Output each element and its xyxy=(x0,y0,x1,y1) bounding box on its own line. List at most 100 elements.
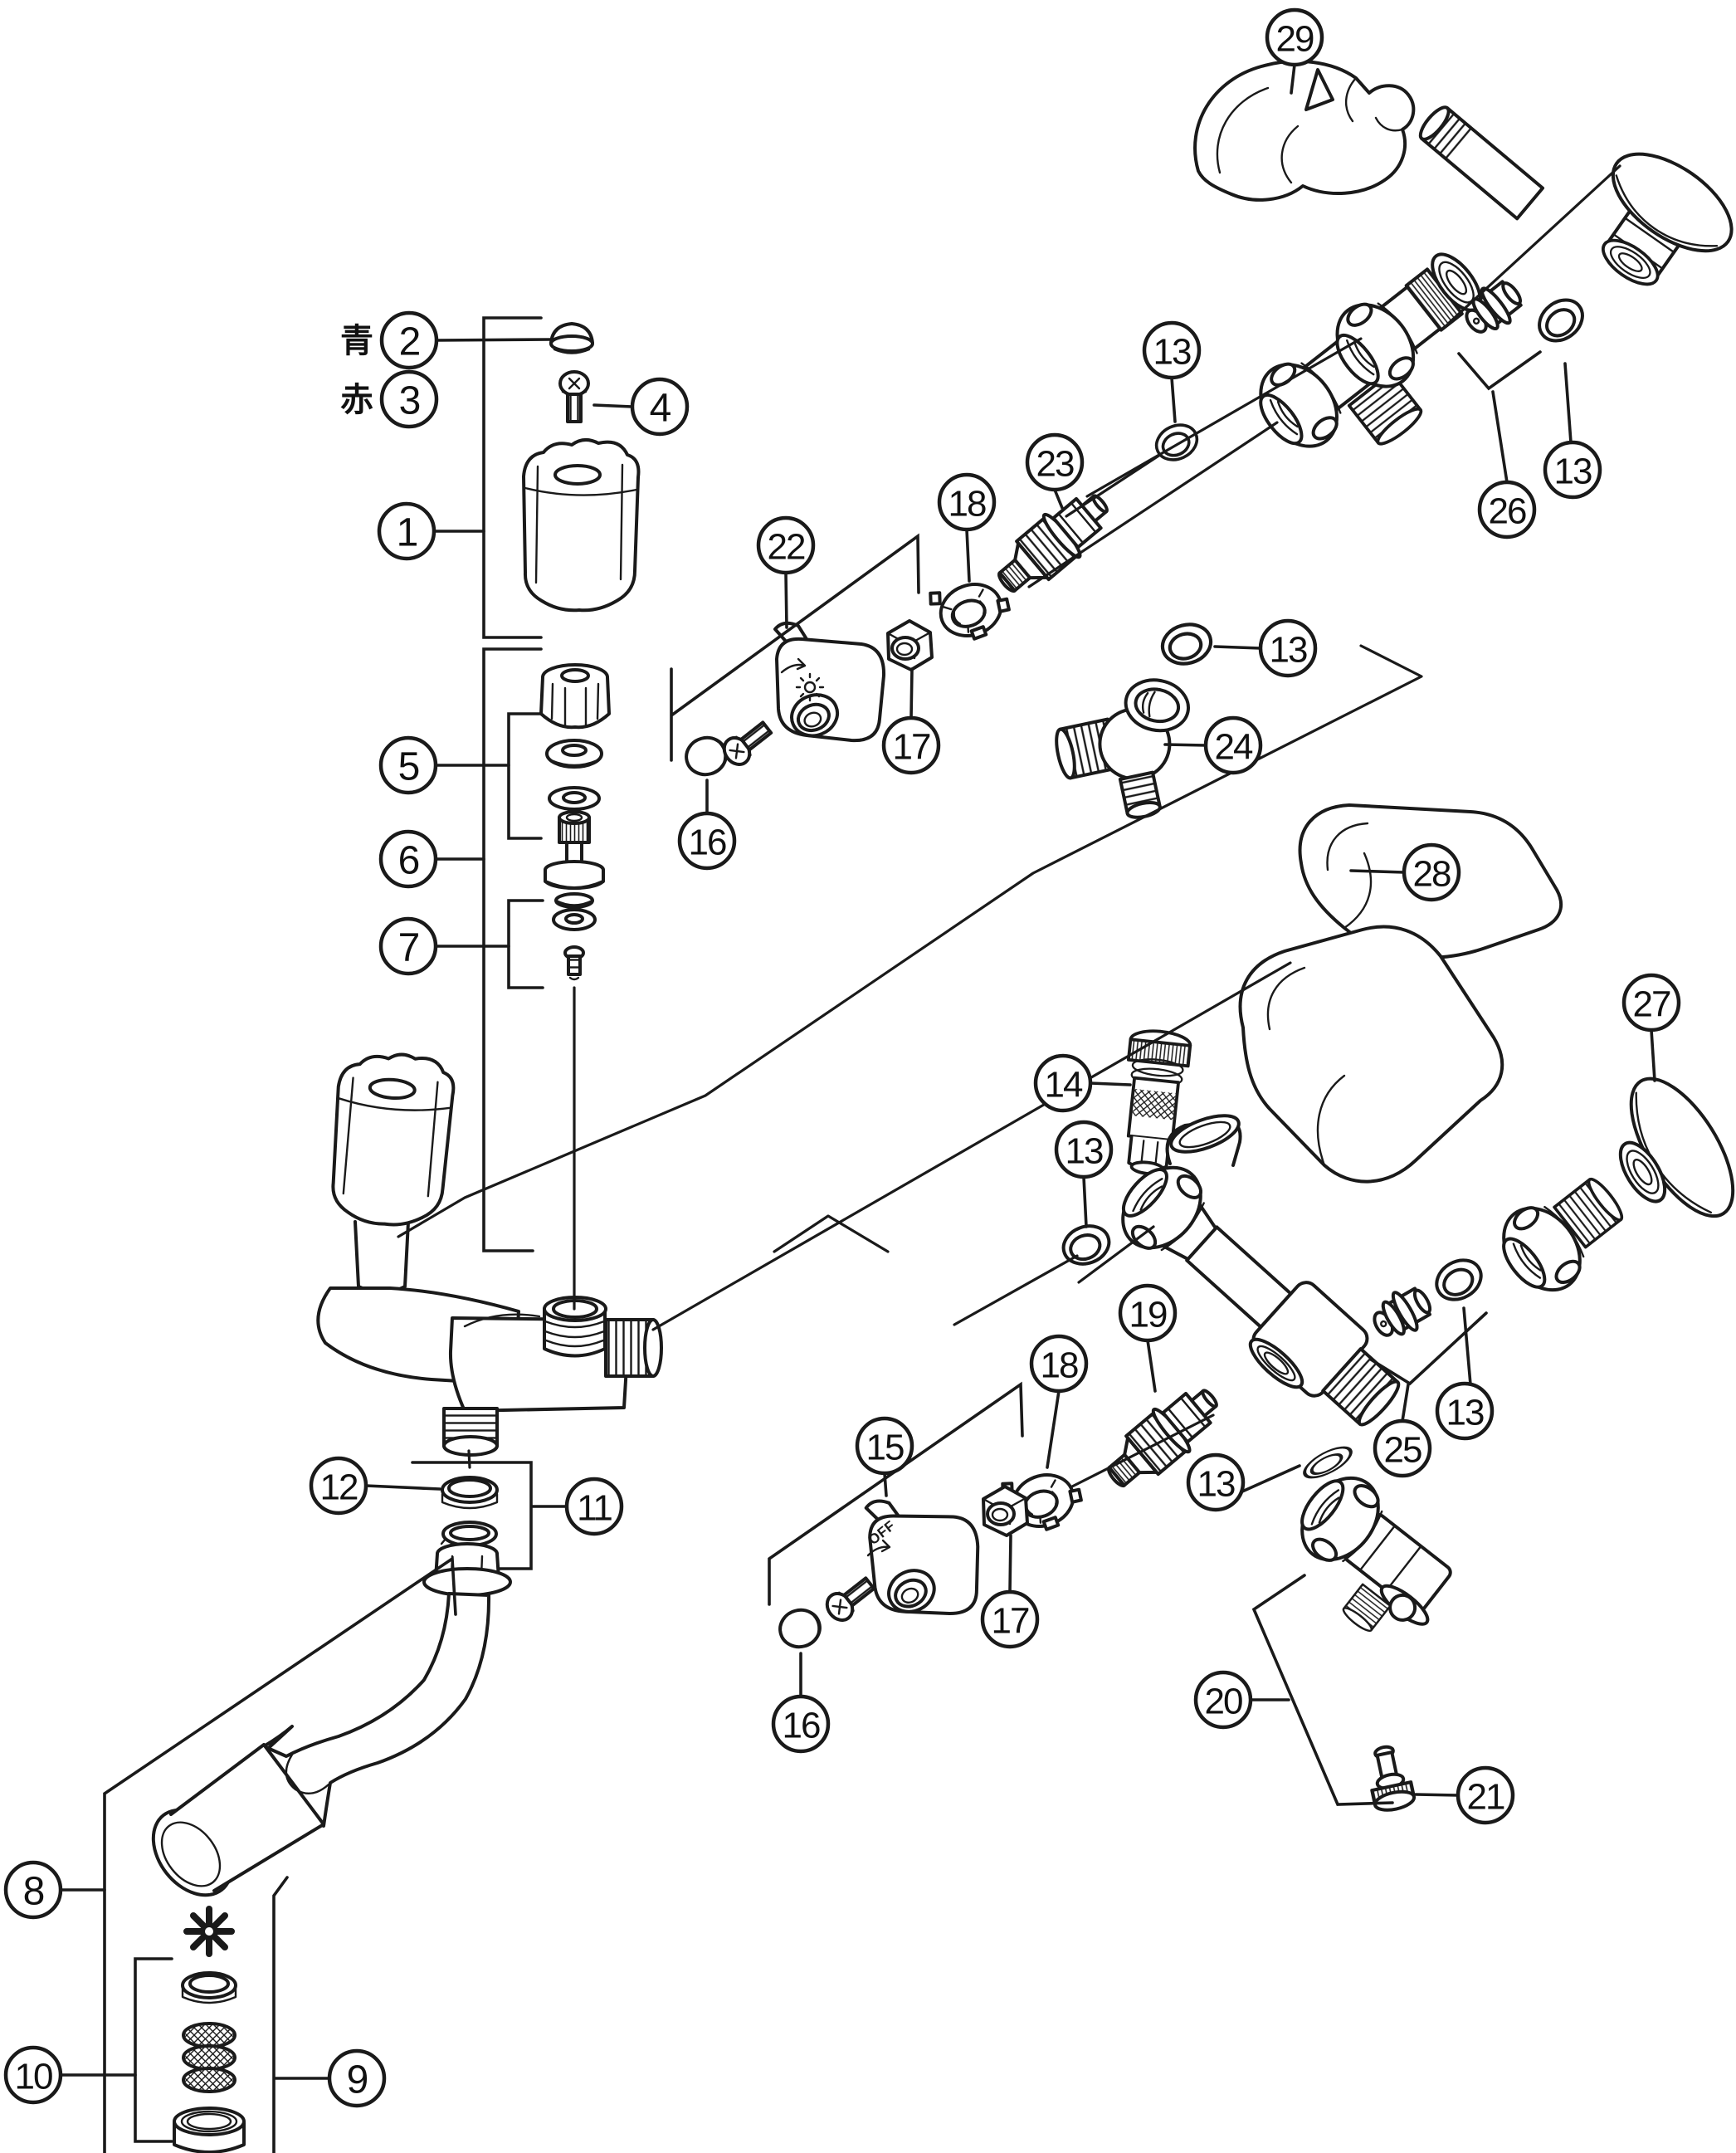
nut-part-17a xyxy=(886,619,934,671)
shape-detail xyxy=(1304,68,1334,111)
shape-detail xyxy=(568,976,580,981)
callout-11-circle xyxy=(564,1477,624,1536)
shape-detail xyxy=(327,1048,457,1230)
shape-detail xyxy=(1421,108,1473,160)
callout-18-number: 18 xyxy=(1041,1345,1078,1386)
callout-21-number: 21 xyxy=(1467,1777,1504,1818)
callout-28-number: 28 xyxy=(1413,854,1451,895)
color-label-3: 赤 xyxy=(340,382,373,418)
cartridge-part-23 xyxy=(984,479,1122,608)
callout-13-number: 13 xyxy=(1153,332,1191,373)
callout-24-circle xyxy=(1203,715,1263,775)
callout-27-circle xyxy=(1621,973,1681,1033)
color-label-2: 青 xyxy=(340,323,373,359)
callout-13-number: 13 xyxy=(1197,1464,1235,1505)
callout-17-number: 17 xyxy=(893,727,930,768)
shape-detail xyxy=(1256,1345,1296,1382)
wall-elbow-top xyxy=(1594,152,1734,295)
callout-1: 1 xyxy=(377,501,485,561)
bonnet-nut-part xyxy=(539,663,611,730)
callout-23-leader xyxy=(1053,488,1064,510)
shape-detail xyxy=(1529,290,1592,351)
callout-20-circle xyxy=(1193,1670,1253,1730)
handle-part-1 xyxy=(522,437,641,613)
shape-detail xyxy=(1406,269,1462,330)
washer-part-13e xyxy=(1427,1250,1490,1310)
callout-10: 10 xyxy=(3,2045,137,2105)
callout-14-number: 14 xyxy=(1045,1065,1083,1106)
callout-13-number: 13 xyxy=(1270,630,1307,671)
shape-detail xyxy=(1134,687,1181,724)
callout-26-circle xyxy=(1477,480,1537,539)
callout-29: 29 xyxy=(1265,7,1324,95)
callout-27-leader xyxy=(1650,1028,1656,1082)
nut-part-17b xyxy=(982,1485,1029,1537)
shape-detail xyxy=(549,759,599,767)
shape-detail xyxy=(554,899,594,906)
callout-15-circle xyxy=(855,1416,914,1476)
callout-2-leader xyxy=(435,338,552,342)
callout-21: 21 xyxy=(1414,1765,1515,1825)
shape-detail xyxy=(173,2107,246,2136)
screw-part-7 xyxy=(563,945,585,981)
callout-16-number: 16 xyxy=(783,1706,820,1746)
shape-detail xyxy=(1418,105,1451,141)
mesh-screens xyxy=(182,2022,237,2093)
callout-19-number: 19 xyxy=(1129,1295,1167,1335)
shape-detail xyxy=(820,1570,880,1628)
bracket-handle-set-22 xyxy=(670,533,920,762)
bracket-valve-set-26 xyxy=(1457,350,1542,391)
callout-18-number: 18 xyxy=(948,484,986,525)
callout-20-number: 20 xyxy=(1205,1682,1242,1722)
callout-13: 13 xyxy=(1054,1120,1114,1228)
callout-13: 13 xyxy=(1186,1452,1301,1512)
flow-straightener-star xyxy=(183,1906,235,1957)
callout-25-leader xyxy=(1401,1383,1410,1423)
callout-28: 28 xyxy=(1349,842,1461,902)
callout-11-number: 11 xyxy=(577,1488,612,1529)
main-body xyxy=(316,1048,663,1457)
spout-pipe-part-8 xyxy=(151,1592,491,1897)
callout-18-leader xyxy=(965,528,971,583)
callout-15: 15 xyxy=(855,1416,914,1497)
callout-1-number: 1 xyxy=(397,511,417,555)
shape-detail xyxy=(680,731,732,781)
bracket-packing-set-5 xyxy=(507,712,543,840)
t2-to-body-line xyxy=(651,961,1292,1331)
callout-13: 13 xyxy=(1543,362,1602,500)
callout-16-circle xyxy=(677,811,737,871)
shape-detail xyxy=(886,619,934,671)
callout-8-number: 8 xyxy=(23,1870,44,1914)
callout-14-leader xyxy=(1089,1081,1132,1086)
callout-14-circle xyxy=(1033,1053,1093,1113)
callout-21-circle xyxy=(1456,1765,1515,1825)
shape-detail xyxy=(1148,417,1205,468)
shape-detail xyxy=(1615,174,1719,247)
callout-26-number: 26 xyxy=(1489,491,1526,532)
callout-13: 13 xyxy=(1142,320,1202,423)
callout-23-circle xyxy=(1025,432,1085,492)
callout-14: 14 xyxy=(1033,1053,1132,1113)
callout-2: 2青 xyxy=(340,310,552,370)
callout-17-circle xyxy=(980,1589,1040,1649)
callout-16: 16 xyxy=(677,779,737,871)
washer-13d-line xyxy=(953,1254,1079,1326)
aerator-washer xyxy=(181,1971,237,2004)
shape-detail xyxy=(1360,1526,1421,1591)
shape-detail xyxy=(565,813,583,823)
callout-7: 7 xyxy=(378,916,510,976)
washer-part-7 xyxy=(552,908,597,931)
bracket-handle-set-15 xyxy=(768,1381,1024,1606)
t2-nut-line xyxy=(1077,1225,1155,1284)
bracket-spindle-set-6 xyxy=(482,647,543,1252)
shape-detail xyxy=(169,1743,325,1892)
shape-detail xyxy=(1611,152,1734,253)
shape-detail xyxy=(568,956,580,974)
packing-part-5a xyxy=(545,739,603,769)
shape-detail xyxy=(553,348,591,354)
callout-28-circle xyxy=(1402,842,1461,902)
callout-10-number: 10 xyxy=(15,2057,52,2097)
callout-12: 12 xyxy=(309,1456,441,1516)
t1-lower-nut-line xyxy=(1027,421,1279,588)
